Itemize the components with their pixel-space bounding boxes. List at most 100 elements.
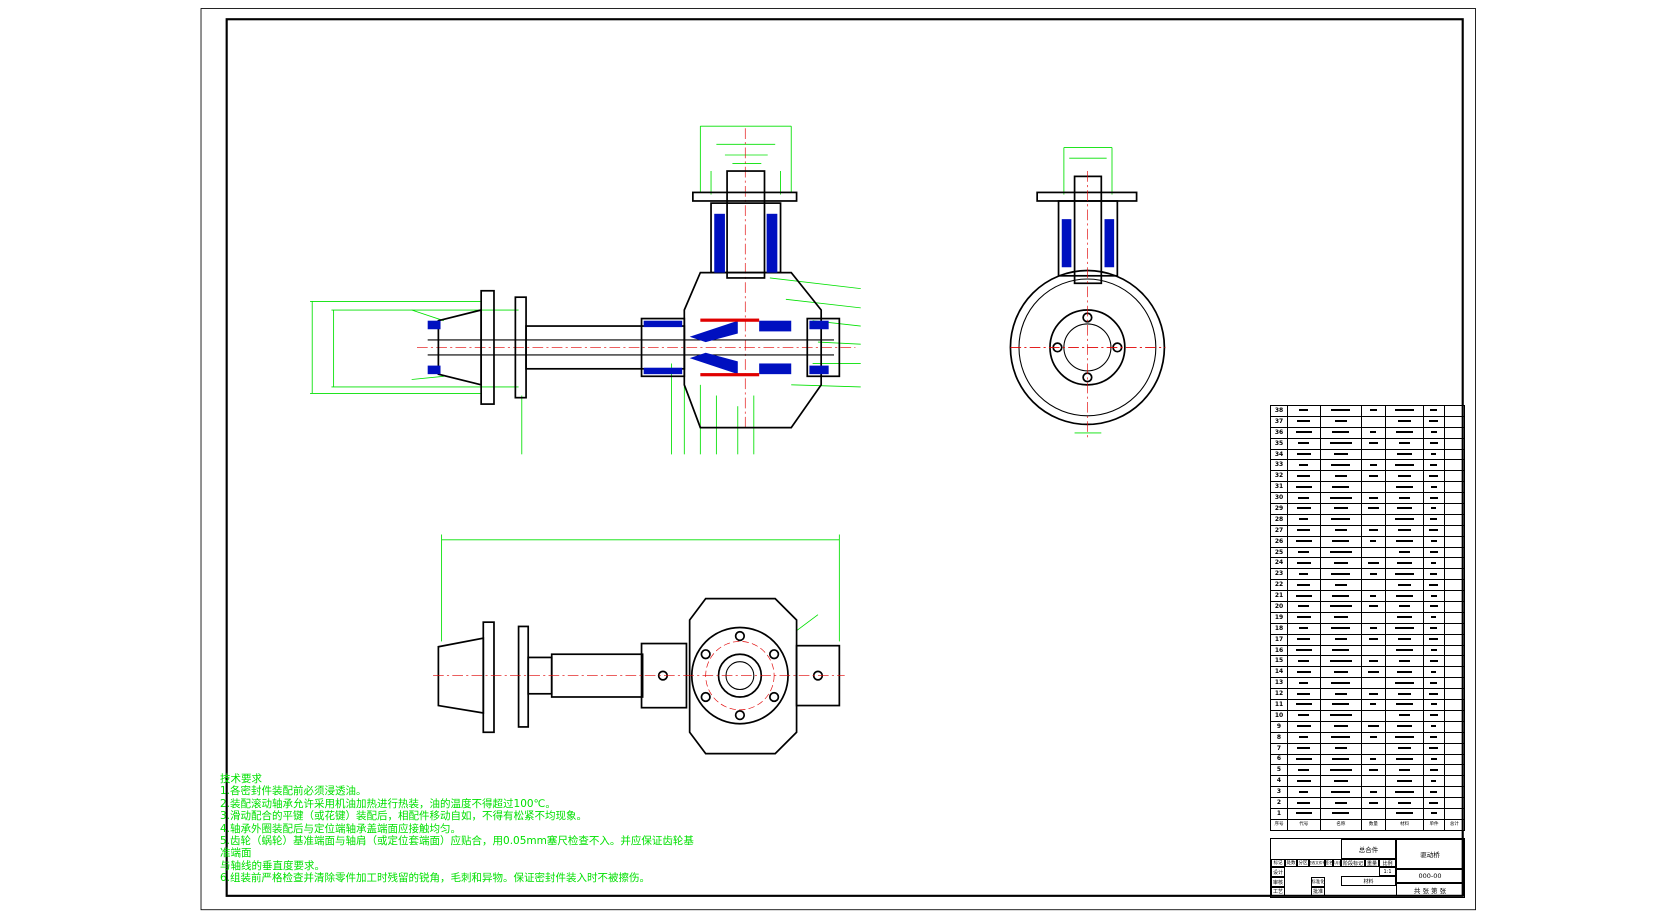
part-cell bbox=[1361, 601, 1386, 613]
part-cell bbox=[1423, 764, 1445, 777]
illegible-text-mark bbox=[1298, 605, 1310, 608]
illegible-text-mark bbox=[1369, 463, 1378, 466]
part-cell bbox=[1443, 601, 1466, 613]
part-cell bbox=[1361, 709, 1386, 722]
illegible-text-mark bbox=[1299, 518, 1309, 521]
illegible-text-mark bbox=[1369, 627, 1378, 630]
illegible-text-mark bbox=[1298, 496, 1310, 499]
part-number: 9 bbox=[1270, 720, 1288, 733]
part-cell bbox=[1287, 764, 1321, 777]
parts-list-row: 28 bbox=[1270, 513, 1466, 526]
part-cell bbox=[1443, 524, 1466, 537]
part-cell bbox=[1319, 688, 1363, 701]
part-cell bbox=[1384, 622, 1425, 635]
part-number: 15 bbox=[1270, 655, 1288, 668]
illegible-text-mark bbox=[1332, 431, 1350, 434]
illegible-text-mark bbox=[1431, 779, 1437, 782]
part-cell bbox=[1384, 535, 1425, 548]
part-cell bbox=[1319, 699, 1363, 711]
part-cell bbox=[1287, 742, 1321, 755]
illegible-text-mark bbox=[1299, 572, 1309, 575]
part-number: 10 bbox=[1270, 709, 1288, 722]
part-cell bbox=[1423, 557, 1445, 570]
part-cell bbox=[1361, 546, 1386, 559]
tech-req-item: 3.滑动配合的平键（或花键）装配后，相配件移动自如，不得有松紧不均现象。 bbox=[220, 810, 588, 823]
illegible-text-mark bbox=[1297, 420, 1311, 423]
illegible-text-mark bbox=[1295, 649, 1312, 652]
part-cell bbox=[1287, 405, 1321, 417]
part-cell bbox=[1319, 415, 1363, 428]
part-cell bbox=[1384, 731, 1425, 744]
part-cell bbox=[1384, 470, 1425, 483]
part-number: 2 bbox=[1270, 797, 1288, 809]
part-cell bbox=[1287, 590, 1321, 603]
part-cell bbox=[1423, 426, 1445, 439]
part-cell bbox=[1361, 492, 1386, 505]
part-number: 32 bbox=[1270, 470, 1288, 483]
illegible-text-mark bbox=[1331, 463, 1351, 466]
illegible-text-mark bbox=[1430, 627, 1438, 630]
illegible-text-mark bbox=[1332, 594, 1350, 597]
part-cell bbox=[1443, 426, 1466, 439]
parts-list-row: 30 bbox=[1270, 492, 1466, 505]
part-cell bbox=[1443, 405, 1466, 417]
part-cell bbox=[1423, 655, 1445, 668]
part-cell bbox=[1423, 797, 1445, 809]
part-cell bbox=[1423, 786, 1445, 799]
part-cell bbox=[1361, 448, 1386, 461]
part-cell bbox=[1423, 644, 1445, 657]
illegible-text-mark bbox=[1430, 485, 1437, 488]
part-cell bbox=[1384, 546, 1425, 559]
part-cell bbox=[1443, 709, 1466, 722]
part-cell bbox=[1443, 786, 1466, 799]
illegible-text-mark bbox=[1295, 540, 1312, 543]
illegible-text-mark bbox=[1334, 583, 1347, 586]
illegible-text-mark bbox=[1398, 551, 1410, 554]
part-cell bbox=[1384, 611, 1425, 624]
part-cell bbox=[1361, 655, 1386, 668]
illegible-text-mark bbox=[1429, 529, 1439, 532]
part-number: 25 bbox=[1270, 546, 1288, 559]
parts-list-row: 6 bbox=[1270, 753, 1466, 766]
parts-list-row: 16 bbox=[1270, 644, 1466, 657]
part-cell bbox=[1361, 513, 1386, 526]
parts-list-header-cell: 序号 bbox=[1270, 818, 1288, 831]
illegible-text-mark bbox=[1332, 485, 1350, 488]
part-cell bbox=[1319, 633, 1363, 646]
part-cell bbox=[1319, 807, 1363, 820]
part-cell bbox=[1443, 666, 1466, 679]
part-cell bbox=[1319, 557, 1363, 570]
part-cell bbox=[1287, 546, 1321, 559]
part-cell bbox=[1319, 590, 1363, 603]
illegible-text-mark bbox=[1395, 540, 1414, 543]
part-number: 5 bbox=[1270, 764, 1288, 777]
part-cell bbox=[1319, 731, 1363, 744]
front-section-view bbox=[310, 125, 861, 455]
part-cell bbox=[1384, 568, 1425, 581]
part-cell bbox=[1443, 513, 1466, 526]
illegible-text-mark bbox=[1430, 518, 1438, 521]
part-cell bbox=[1319, 742, 1363, 755]
illegible-text-mark bbox=[1334, 801, 1347, 804]
parts-list-row: 31 bbox=[1270, 481, 1466, 494]
part-cell bbox=[1443, 807, 1466, 820]
illegible-text-mark bbox=[1334, 420, 1347, 423]
drawing-code: 000-00 bbox=[1396, 869, 1464, 883]
part-cell bbox=[1423, 503, 1445, 515]
part-cell bbox=[1384, 666, 1425, 679]
tech-req-title: 技术要求 bbox=[220, 773, 262, 785]
part-cell bbox=[1443, 535, 1466, 548]
illegible-text-mark bbox=[1397, 801, 1412, 804]
part-cell bbox=[1423, 415, 1445, 428]
part-cell bbox=[1361, 524, 1386, 537]
part-cell bbox=[1361, 611, 1386, 624]
parts-list-row: 27 bbox=[1270, 524, 1466, 537]
parts-list-row: 4 bbox=[1270, 775, 1466, 788]
illegible-text-mark bbox=[1430, 736, 1438, 739]
part-cell bbox=[1319, 753, 1363, 766]
material-label: 材料 bbox=[1341, 876, 1396, 886]
illegible-text-mark bbox=[1395, 594, 1414, 597]
reviewer-label: 审核 bbox=[1271, 877, 1285, 887]
illegible-text-mark bbox=[1430, 572, 1438, 575]
part-cell bbox=[1423, 579, 1445, 592]
